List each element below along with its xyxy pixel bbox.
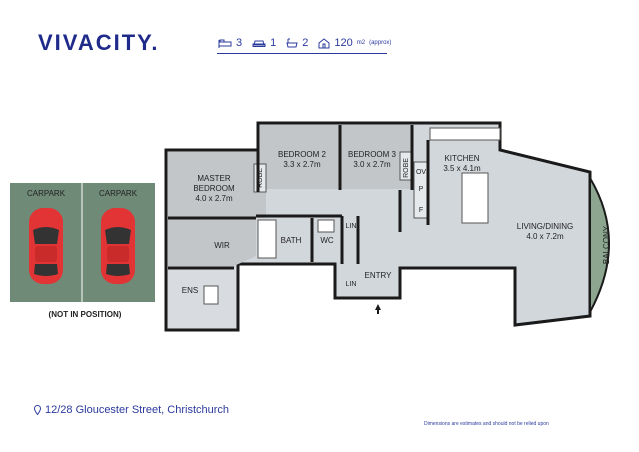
carpark-note: (NOT IN POSITION)	[49, 310, 122, 319]
oven-label: OV	[416, 169, 426, 176]
robe-label-2: ROBE	[403, 158, 410, 178]
room-labels: BEDROOM 2 3.3 x 2.7m BEDROOM 3 3.0 x 2.7…	[182, 150, 611, 295]
bedroom-3-size: 3.0 x 2.7m	[353, 160, 391, 169]
home-icon	[318, 37, 330, 48]
master-bedroom	[168, 152, 266, 218]
toilet	[317, 219, 335, 233]
brand-logo: VIVACITY.	[38, 30, 160, 55]
balcony	[589, 174, 610, 313]
bedroom-2-size: 3.3 x 2.7m	[283, 160, 321, 169]
balcony-label: BALCONY	[602, 225, 611, 264]
car-icon	[252, 40, 266, 47]
bedrooms-count: 3	[236, 37, 243, 49]
bathrooms-count: 2	[302, 37, 309, 49]
bath-icon	[286, 38, 298, 48]
entry-label: ENTRY	[365, 271, 393, 280]
carpark-label-2: CARPARK	[99, 189, 138, 198]
apartment-floor	[164, 121, 610, 332]
bedrooms-stat: 3	[218, 37, 242, 49]
ensuite-fixture	[203, 285, 219, 305]
wir-label: WIR	[214, 241, 230, 250]
living-name: LIVING/DINING	[517, 222, 573, 231]
entry-arrow-icon	[375, 304, 381, 314]
carpark-label-1: CARPARK	[27, 189, 66, 198]
pantry-label: P	[419, 186, 424, 193]
bedroom-3-name: BEDROOM 3	[348, 150, 397, 159]
address: 12/28 Gloucester Street, Christchurch	[34, 404, 229, 416]
fridge-label: F	[419, 207, 423, 214]
lin-label-2: LIN	[346, 281, 357, 288]
wir-room	[168, 218, 256, 266]
area-unit: m2	[356, 40, 366, 46]
property-stats: 3 1 2 120 m2 (approx)	[218, 37, 391, 49]
lin-label-1: LIN	[346, 223, 357, 230]
garage-count: 1	[270, 37, 277, 49]
bedroom-3	[341, 125, 411, 189]
area-note: (approx)	[369, 40, 392, 46]
car-1-icon	[29, 208, 63, 284]
bedroom-2	[260, 125, 339, 189]
ens-label: ENS	[182, 286, 198, 295]
bath-label: BATH	[281, 236, 302, 245]
area-value: 120	[334, 37, 353, 49]
bed-icon	[218, 39, 232, 48]
robe-label-1: ROBE	[257, 168, 264, 188]
bathtub	[257, 219, 277, 259]
disclaimer: Dimensions are estimates and should not …	[424, 421, 549, 427]
master-name-line-1: MASTER	[197, 174, 231, 183]
header-rule	[217, 53, 387, 54]
garage-stat: 1	[252, 37, 276, 49]
carpark-area: CARPARK CARPARK (NOT IN POSITION)	[10, 183, 155, 319]
kitchen-island	[461, 172, 489, 224]
car-2-icon	[101, 208, 135, 284]
location-pin-icon	[34, 405, 41, 415]
address-text: 12/28 Gloucester Street, Christchurch	[45, 404, 230, 416]
master-size: 4.0 x 2.7m	[195, 194, 233, 203]
kitchen-bench	[429, 127, 501, 141]
ensuite-room	[168, 268, 236, 328]
master-name-line-2: BEDROOM	[193, 184, 235, 193]
kitchen-size: 3.5 x 4.1m	[443, 164, 481, 173]
bathrooms-stat: 2	[286, 37, 308, 49]
kitchen-name: KITCHEN	[444, 154, 479, 163]
bedroom-2-name: BEDROOM 2	[278, 150, 327, 159]
wc-label: WC	[320, 236, 334, 245]
living-size: 4.0 x 7.2m	[526, 232, 564, 241]
interior-walls	[168, 125, 430, 270]
area-stat: 120 m2 (approx)	[318, 37, 391, 49]
